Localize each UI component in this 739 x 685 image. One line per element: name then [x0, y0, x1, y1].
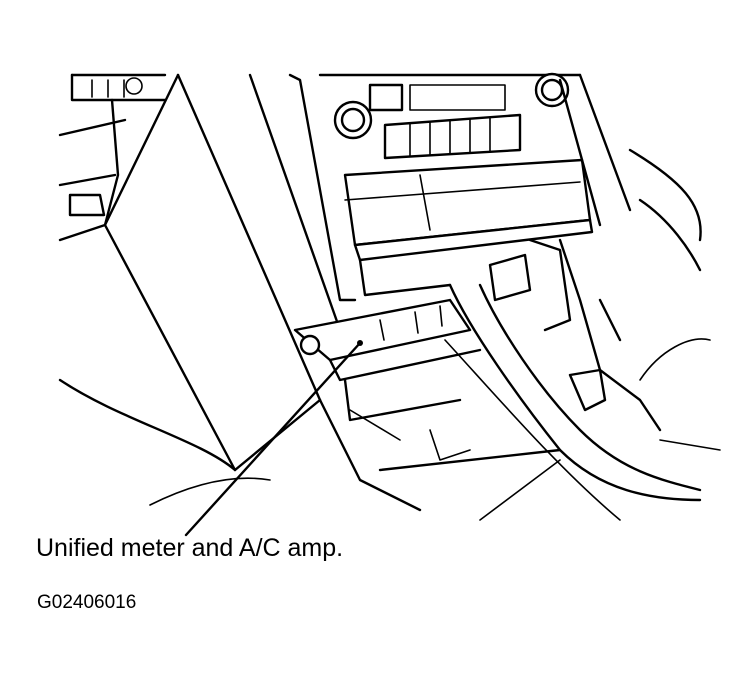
callout-label: Unified meter and A/C amp. — [36, 534, 344, 562]
left-dashboard-outline — [58, 73, 167, 242]
callout-target-dot — [357, 340, 363, 346]
right-bracket — [558, 148, 721, 451]
floor-outline — [149, 459, 561, 521]
callout-leader-line — [184, 341, 362, 537]
lower-console-tray — [293, 298, 562, 512]
figure-code: G02406016 — [37, 592, 137, 613]
wiring-harness — [444, 238, 702, 521]
audio-unit — [288, 72, 632, 302]
